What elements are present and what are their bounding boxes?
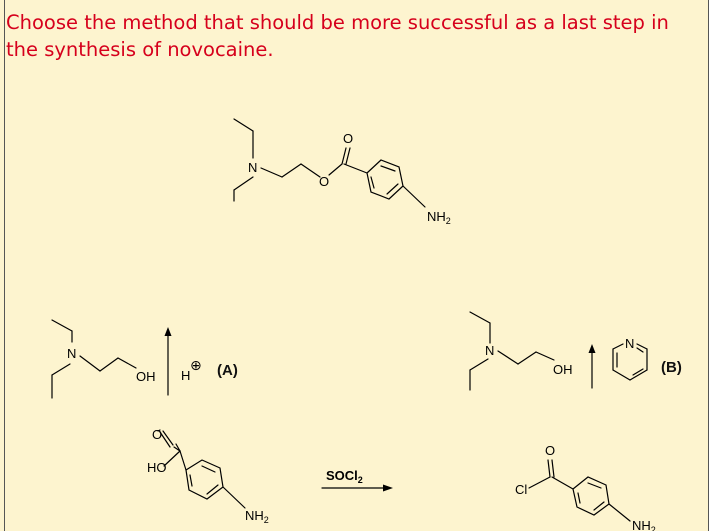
acid-ho-label: HO bbox=[147, 460, 167, 475]
novocaine-o-carbonyl-label: O bbox=[343, 131, 353, 146]
alcohol-a-oh-label: OH bbox=[136, 369, 156, 384]
novocaine-o-ester-label: O bbox=[319, 174, 329, 189]
method-a-h-label: H bbox=[181, 368, 190, 383]
novocaine-structure bbox=[233, 118, 426, 208]
chloride-nh2-label: NH2 bbox=[632, 518, 656, 531]
chloride-cl-label: Cl bbox=[515, 482, 527, 497]
socl2-arrow-head bbox=[383, 484, 393, 492]
novocaine-nh2-subscript: 2 bbox=[446, 216, 451, 226]
acid-nh2-subscript: 2 bbox=[264, 515, 269, 525]
arrow-a-head bbox=[164, 327, 172, 336]
novocaine-nh2-label: NH2 bbox=[427, 209, 451, 226]
chloride-nh-text: NH bbox=[632, 518, 651, 531]
aminobenzoic-acid-structure bbox=[157, 429, 246, 509]
novocaine-nh-text: NH bbox=[427, 209, 446, 224]
novocaine-n-label: N bbox=[248, 160, 257, 175]
pyridine-structure bbox=[612, 343, 648, 381]
chloride-o-label: O bbox=[545, 443, 555, 458]
method-a-charge-label: ⊕ bbox=[190, 358, 202, 374]
socl2-subscript: 2 bbox=[358, 475, 363, 485]
aminobenzoyl-chloride-structure bbox=[528, 459, 631, 522]
socl2-reagent-label: SOCl2 bbox=[326, 468, 363, 485]
frame-left-border bbox=[4, 0, 5, 531]
arrow-b-head bbox=[588, 344, 596, 353]
alcohol-a-n-label: N bbox=[67, 346, 76, 361]
question-text: Choose the method that should be more su… bbox=[6, 11, 669, 61]
acid-nh-text: NH bbox=[245, 508, 264, 523]
alcohol-b-n-label: N bbox=[485, 343, 494, 358]
socl2-main-text: SOCl bbox=[326, 468, 358, 483]
method-a-label: (A) bbox=[217, 362, 238, 379]
acid-nh2-label: NH2 bbox=[245, 508, 269, 525]
aminoalcohol-b-structure bbox=[469, 311, 555, 391]
pyridine-n-label: N bbox=[625, 336, 634, 351]
method-b-label: (B) bbox=[661, 359, 682, 376]
chloride-nh2-subscript: 2 bbox=[651, 525, 656, 531]
alcohol-b-oh-label: OH bbox=[553, 362, 573, 377]
acid-o-label: O bbox=[152, 427, 162, 442]
aminoalcohol-a-structure bbox=[51, 319, 137, 399]
